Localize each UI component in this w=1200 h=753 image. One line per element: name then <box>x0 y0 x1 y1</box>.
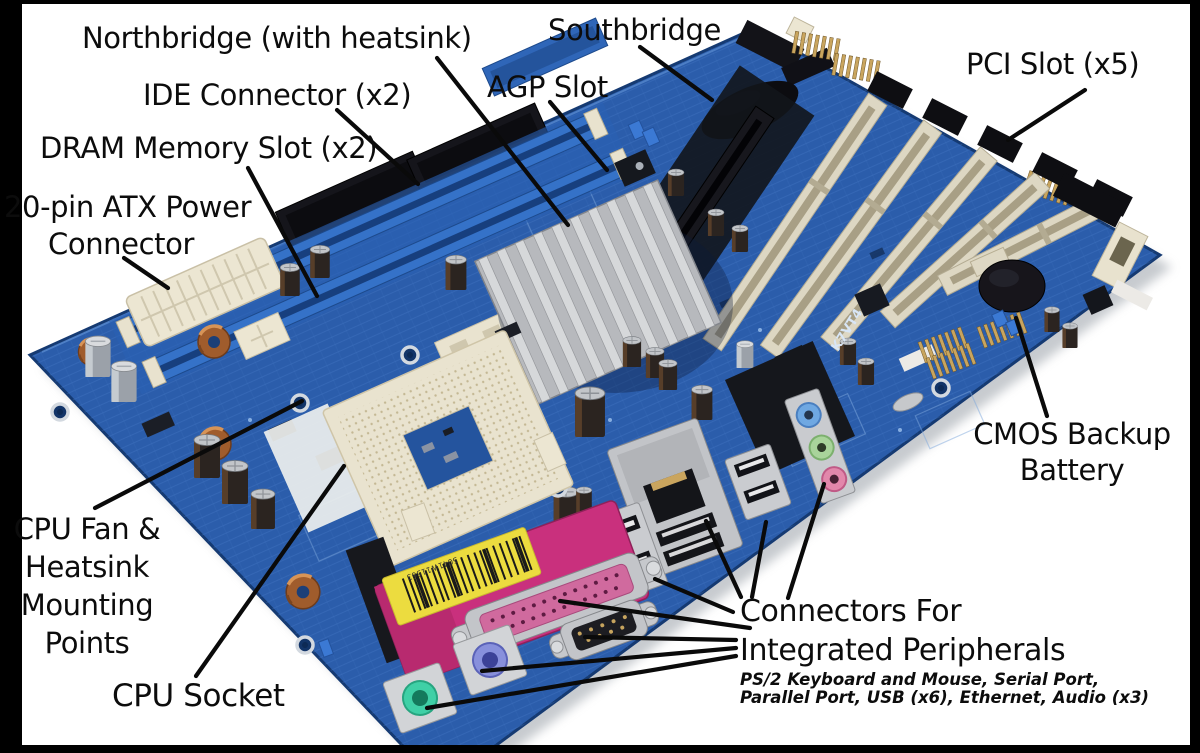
label-peripherals-detail: PS/2 Keyboard and Mouse, Serial Port, Pa… <box>740 670 1149 707</box>
line-serial <box>582 634 739 643</box>
line-audio <box>785 481 827 601</box>
silkscreen-white-patch <box>263 403 373 533</box>
label-dram-slot: DRAM Memory Slot (x2) <box>40 131 378 165</box>
floppy-connector <box>481 17 609 97</box>
line-usb-left <box>652 576 736 615</box>
line-agp <box>547 99 610 173</box>
label-cpu-fan-line3: Mounting <box>20 588 154 622</box>
sticker-white-small <box>898 344 938 372</box>
label-agp-slot: AGP Slot <box>487 70 608 104</box>
line-cpu-socket <box>193 463 347 679</box>
label-periph-line2: Integrated Peripherals <box>740 633 1066 668</box>
line-dram <box>245 165 320 299</box>
sticker-white-right <box>1111 279 1153 311</box>
line-cpu-fan <box>92 398 305 511</box>
cpu-socket <box>322 330 574 566</box>
line-ps2-green <box>424 653 739 711</box>
line-usb-right <box>749 519 769 600</box>
mounting-hole <box>400 345 420 365</box>
jumpers-blue <box>317 119 1023 658</box>
atx-4pin-connector <box>233 311 291 361</box>
label-ide-connector: IDE Connector (x2) <box>143 78 412 112</box>
cream-connector-small <box>533 431 567 473</box>
label-atx-line2: Connector <box>48 227 194 261</box>
label-cpu-fan-line2: Heatsink <box>25 550 149 584</box>
cmos-battery <box>969 246 1046 313</box>
label-atx-line1: 20-pin ATX Power <box>4 190 252 224</box>
northbridge-heatsink <box>473 179 723 405</box>
line-atx <box>121 255 171 291</box>
label-cpu-fan-line4: Points <box>44 626 130 660</box>
mounting-hole <box>295 635 315 655</box>
label-cpu-socket: CPU Socket <box>112 678 285 714</box>
coil <box>196 324 232 360</box>
line-ps2-purple <box>479 645 739 674</box>
label-cmos-line1: CMOS Backup <box>973 417 1171 451</box>
label-cpu-fan-line1: CPU Fan & <box>13 512 161 546</box>
barcode-label: 5041W11563 <box>381 527 542 626</box>
mounting-hole <box>931 378 951 398</box>
label-periph-detail-line2: Parallel Port, USB (x6), Ethernet, Audio… <box>740 687 1149 707</box>
label-pci-slot: PCI Slot (x5) <box>966 47 1140 81</box>
coil <box>284 573 322 611</box>
atx-power-connector <box>125 237 285 347</box>
line-cmos <box>1013 315 1050 419</box>
label-periph-line1: Connectors For <box>740 594 962 629</box>
label-cmos-line2: Battery <box>1019 453 1125 487</box>
edge-connector-black <box>1052 172 1128 228</box>
label-cmos-battery: CMOS Backup Battery <box>972 416 1172 488</box>
line-ide <box>334 107 421 187</box>
label-periph-detail-line1: PS/2 Keyboard and Mouse, Serial Port, <box>740 670 1100 689</box>
front-panel-headers <box>735 16 1074 206</box>
parallel-port: 5041W11563 <box>373 500 663 685</box>
line-southbridge <box>637 44 715 103</box>
line-pci <box>1005 87 1088 143</box>
serial-port <box>549 599 659 661</box>
label-cpu-fan-mounting: CPU Fan & Heatsink Mounting Points <box>8 510 166 662</box>
line-ethernet <box>703 518 744 600</box>
label-integrated-peripherals: Connectors For Integrated Peripherals <box>740 592 1066 670</box>
leader-lines <box>92 44 1088 711</box>
white-connector-small <box>400 502 436 542</box>
label-northbridge: Northbridge (with heatsink) <box>82 21 472 55</box>
audio-jacks <box>784 388 856 504</box>
line-northbridge <box>434 55 571 228</box>
label-southbridge: Southbridge <box>548 13 721 47</box>
label-atx-power: 20-pin ATX Power Connector <box>4 189 252 263</box>
mounting-hole <box>50 402 70 422</box>
corner-connector-cream <box>1091 221 1149 291</box>
line-parallel <box>557 598 753 631</box>
usb-stack-right <box>724 444 792 520</box>
ide-connector-2 <box>406 102 550 194</box>
